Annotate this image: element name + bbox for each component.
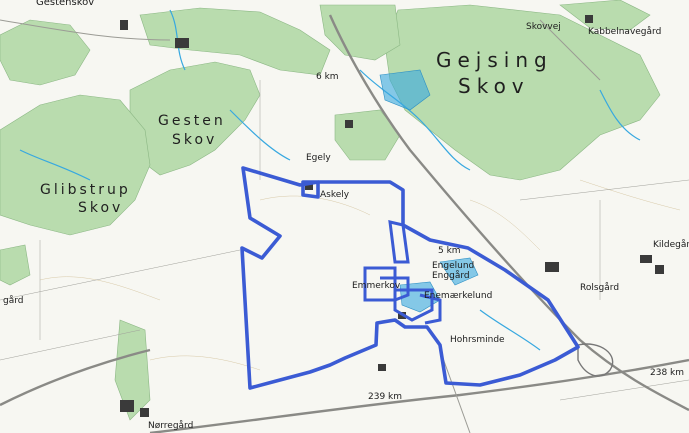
forest-label-glibstrup-1: Glibstrup xyxy=(40,182,131,198)
road-diagonal xyxy=(328,14,689,412)
lake-north xyxy=(379,69,431,111)
forest-top xyxy=(139,7,331,76)
place-label-egely: Egely xyxy=(306,153,331,163)
forest-label-glibstrup-2: Skov xyxy=(78,200,124,216)
place-label-kabbelnavegaard: Kabbelnavegård xyxy=(588,27,662,37)
road-bottom xyxy=(149,358,689,433)
property-boundary xyxy=(240,166,580,390)
forest-label-gesten-2: Skov xyxy=(172,132,218,148)
place-label-rolsgaard: Rolsgård xyxy=(580,283,620,293)
place-label-hohrsminde: Hohrsminde xyxy=(450,335,505,345)
km-marker-238: 238 km xyxy=(650,368,685,378)
forest-label-gejsing-1: Gejsing xyxy=(436,48,553,72)
forest-small-2 xyxy=(0,244,31,286)
place-label-engelund: Engelund xyxy=(432,261,475,271)
place-label-askely: Askely xyxy=(320,190,350,200)
road-west xyxy=(0,348,151,407)
place-label-enemaerkelund: Enemærkelund xyxy=(424,291,493,301)
forest-center-top xyxy=(319,4,401,61)
forest-glibstrup xyxy=(0,94,151,236)
km-marker-6: 6 km xyxy=(316,72,339,82)
forest-label-gesten-1: Gesten xyxy=(158,113,226,129)
forest-label-gejsing-2: Skov xyxy=(458,74,530,98)
place-label-skovvej: Skovvej xyxy=(526,22,561,32)
forest-upper-left xyxy=(0,19,91,86)
place-label-kildegaard: Kildegård xyxy=(653,240,689,250)
place-label-enggaard: Enggård xyxy=(432,271,470,281)
pond-east xyxy=(439,257,479,286)
place-label-noerregaard: Nørregård xyxy=(148,421,194,431)
place-label-emmerkov: Emmerkov xyxy=(352,281,401,291)
forest-small-1 xyxy=(559,0,651,31)
place-label-gestenskov: Gestenskov xyxy=(36,0,95,8)
km-marker-239: 239 km xyxy=(368,392,403,402)
place-label-gaard: gård xyxy=(3,296,24,306)
km-marker-5: 5 km xyxy=(438,246,461,256)
